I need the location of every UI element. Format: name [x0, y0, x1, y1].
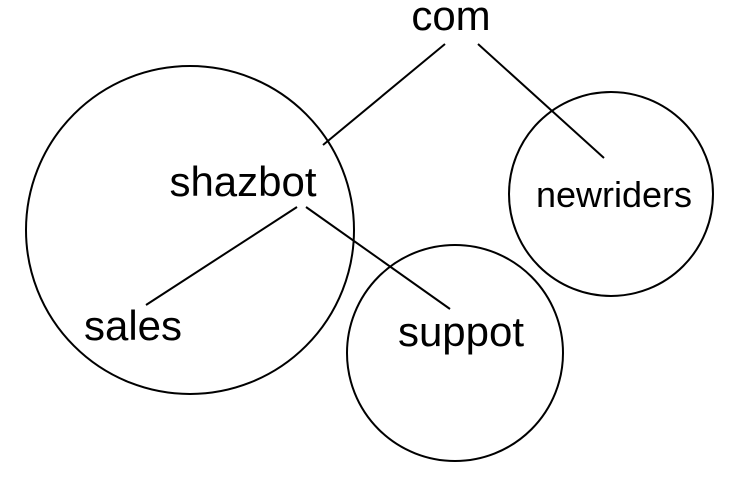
edge-shazbot-suppot — [305, 206, 451, 310]
zone-circle-newriders — [508, 91, 714, 297]
zone-circle-shazbot — [25, 65, 355, 395]
node-label-shazbot: shazbot — [169, 158, 316, 205]
edge-shazbot-sales — [145, 206, 298, 306]
node-label-suppot: suppot — [398, 308, 524, 355]
node-label-newriders: newriders — [536, 174, 692, 215]
edge-com-newriders — [477, 43, 605, 159]
edge-com-shazbot — [322, 43, 446, 146]
zone-circle-suppot — [346, 244, 564, 462]
node-label-com: com — [411, 0, 490, 39]
node-label-sales: sales — [84, 302, 182, 349]
